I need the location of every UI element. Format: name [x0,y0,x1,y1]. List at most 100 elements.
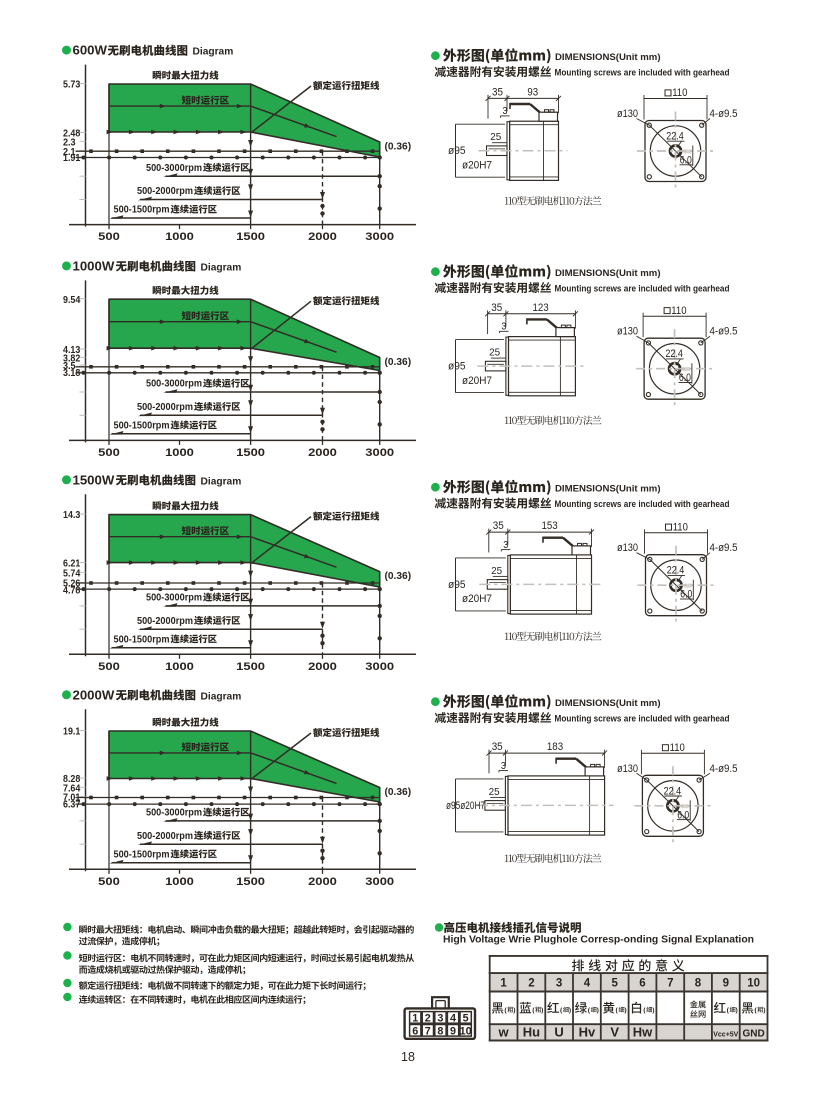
svg-text:ø20H7: ø20H7 [462,375,492,387]
svg-text:Mounting screws are included w: Mounting screws are included with gearhe… [555,284,730,295]
svg-text:110: 110 [670,742,685,754]
svg-text:Mounting screws are included w: Mounting screws are included with gearhe… [555,499,730,510]
svg-text:GND: GND [742,1029,764,1040]
svg-text:ø95ø20H7: ø95ø20H7 [446,800,485,812]
svg-text:500-3000rpm: 500-3000rpm [146,593,202,604]
svg-text:6.37: 6.37 [63,799,80,811]
svg-text:2000: 2000 [308,661,337,673]
svg-text:7: 7 [425,1025,431,1037]
svg-text:3000: 3000 [365,661,394,673]
svg-text:123: 123 [533,302,549,314]
svg-text:4-ø9.5: 4-ø9.5 [710,542,738,554]
svg-text:8.28: 8.28 [63,773,80,785]
svg-text:): ) [624,1007,626,1014]
svg-text:3000: 3000 [365,231,394,243]
svg-text:2: 2 [528,978,534,990]
svg-text:1: 1 [412,1013,418,1025]
svg-text:5.26: 5.26 [63,578,80,590]
svg-text:2000: 2000 [308,231,337,243]
svg-text:): ) [541,1007,543,1014]
svg-text:2.1: 2.1 [63,146,76,158]
svg-text:6.0: 6.0 [680,589,692,601]
svg-text:35: 35 [492,86,503,98]
svg-text:(0.36): (0.36) [385,142,412,153]
svg-text:1500: 1500 [236,661,265,673]
svg-text:(: ( [754,1007,757,1014]
svg-text:(: ( [532,1007,535,1014]
svg-text:110: 110 [673,521,688,533]
svg-text:22.4: 22.4 [665,348,683,360]
svg-text:500: 500 [98,876,120,888]
svg-text:2.48: 2.48 [63,128,80,140]
svg-text:1000W: 1000W [73,258,115,273]
svg-text:ø130: ø130 [617,542,638,554]
svg-text:4-ø9.5: 4-ø9.5 [710,326,738,338]
svg-text:(: ( [560,1007,563,1014]
svg-text:5.74: 5.74 [63,567,80,579]
svg-text:5: 5 [611,978,618,990]
svg-text:1000: 1000 [165,661,194,673]
svg-text:3000: 3000 [365,876,394,888]
svg-text:8: 8 [695,978,702,990]
svg-text:8: 8 [437,1025,443,1037]
svg-text:500-3000rpm: 500-3000rpm [146,379,202,390]
svg-text:Diagram: Diagram [201,262,242,273]
svg-text:2.3: 2.3 [63,136,76,148]
svg-text:35: 35 [491,302,502,314]
svg-text:153: 153 [542,520,558,532]
svg-text:10: 10 [747,978,760,990]
svg-text:Hu: Hu [523,1025,540,1040]
svg-text:U: U [554,1025,563,1040]
svg-text:1000: 1000 [165,231,194,243]
svg-text:7.01: 7.01 [63,792,80,804]
svg-text:1500: 1500 [236,876,265,888]
svg-text:Mounting screws are included w: Mounting screws are included with gearhe… [555,68,730,79]
svg-text:500: 500 [98,661,120,673]
svg-text:4-ø9.5: 4-ø9.5 [710,108,738,120]
svg-text:): ) [569,1007,571,1014]
svg-text:500-1500rpm: 500-1500rpm [114,420,170,431]
svg-text:1500: 1500 [236,231,265,243]
svg-text:183: 183 [547,741,563,753]
svg-text:3: 3 [503,106,508,117]
svg-text:3: 3 [437,1013,443,1025]
svg-text:3: 3 [501,322,506,333]
svg-text:ø20H7: ø20H7 [462,160,492,172]
svg-text:1000: 1000 [165,447,194,459]
svg-text:2000W: 2000W [73,687,115,702]
svg-text:14.3: 14.3 [63,509,80,521]
svg-text:3: 3 [503,540,508,551]
svg-text:(: ( [643,1007,646,1014]
svg-text:(0.36): (0.36) [385,357,412,368]
svg-text:DIMENSIONS(Unit mm): DIMENSIONS(Unit mm) [555,698,661,709]
svg-text:6.0: 6.0 [677,809,689,821]
svg-text:500: 500 [98,231,120,243]
svg-text:3: 3 [556,978,562,990]
svg-text:500-2000rpm: 500-2000rpm [137,402,193,413]
svg-text:25: 25 [489,787,500,798]
svg-text:500-1500rpm: 500-1500rpm [114,849,170,860]
svg-text:ø20H7: ø20H7 [462,593,492,605]
svg-text:Mounting screws are included w: Mounting screws are included with gearhe… [555,714,730,725]
svg-text:2000: 2000 [308,447,337,459]
svg-text:25: 25 [491,566,502,577]
svg-text:22.4: 22.4 [666,131,684,143]
svg-text:500-3000rpm: 500-3000rpm [146,808,202,819]
svg-text:500-3000rpm: 500-3000rpm [146,163,202,174]
svg-text:500-2000rpm: 500-2000rpm [137,616,193,627]
svg-text:4: 4 [450,1013,456,1025]
svg-text:1500: 1500 [236,447,265,459]
svg-text:): ) [736,1007,738,1014]
svg-text:9: 9 [450,1025,456,1037]
svg-text:): ) [763,1007,765,1014]
svg-text:(: ( [588,1007,591,1014]
svg-text:ø130: ø130 [617,326,638,338]
svg-text:93: 93 [527,86,538,98]
svg-text:3000: 3000 [365,447,394,459]
svg-text:Diagram: Diagram [201,691,242,702]
svg-text:1: 1 [500,978,507,990]
svg-text:6.21: 6.21 [63,558,80,570]
svg-text:9: 9 [723,978,729,990]
svg-text:4.78: 4.78 [63,585,80,597]
svg-text:DIMENSIONS(Unit mm): DIMENSIONS(Unit mm) [555,52,661,63]
